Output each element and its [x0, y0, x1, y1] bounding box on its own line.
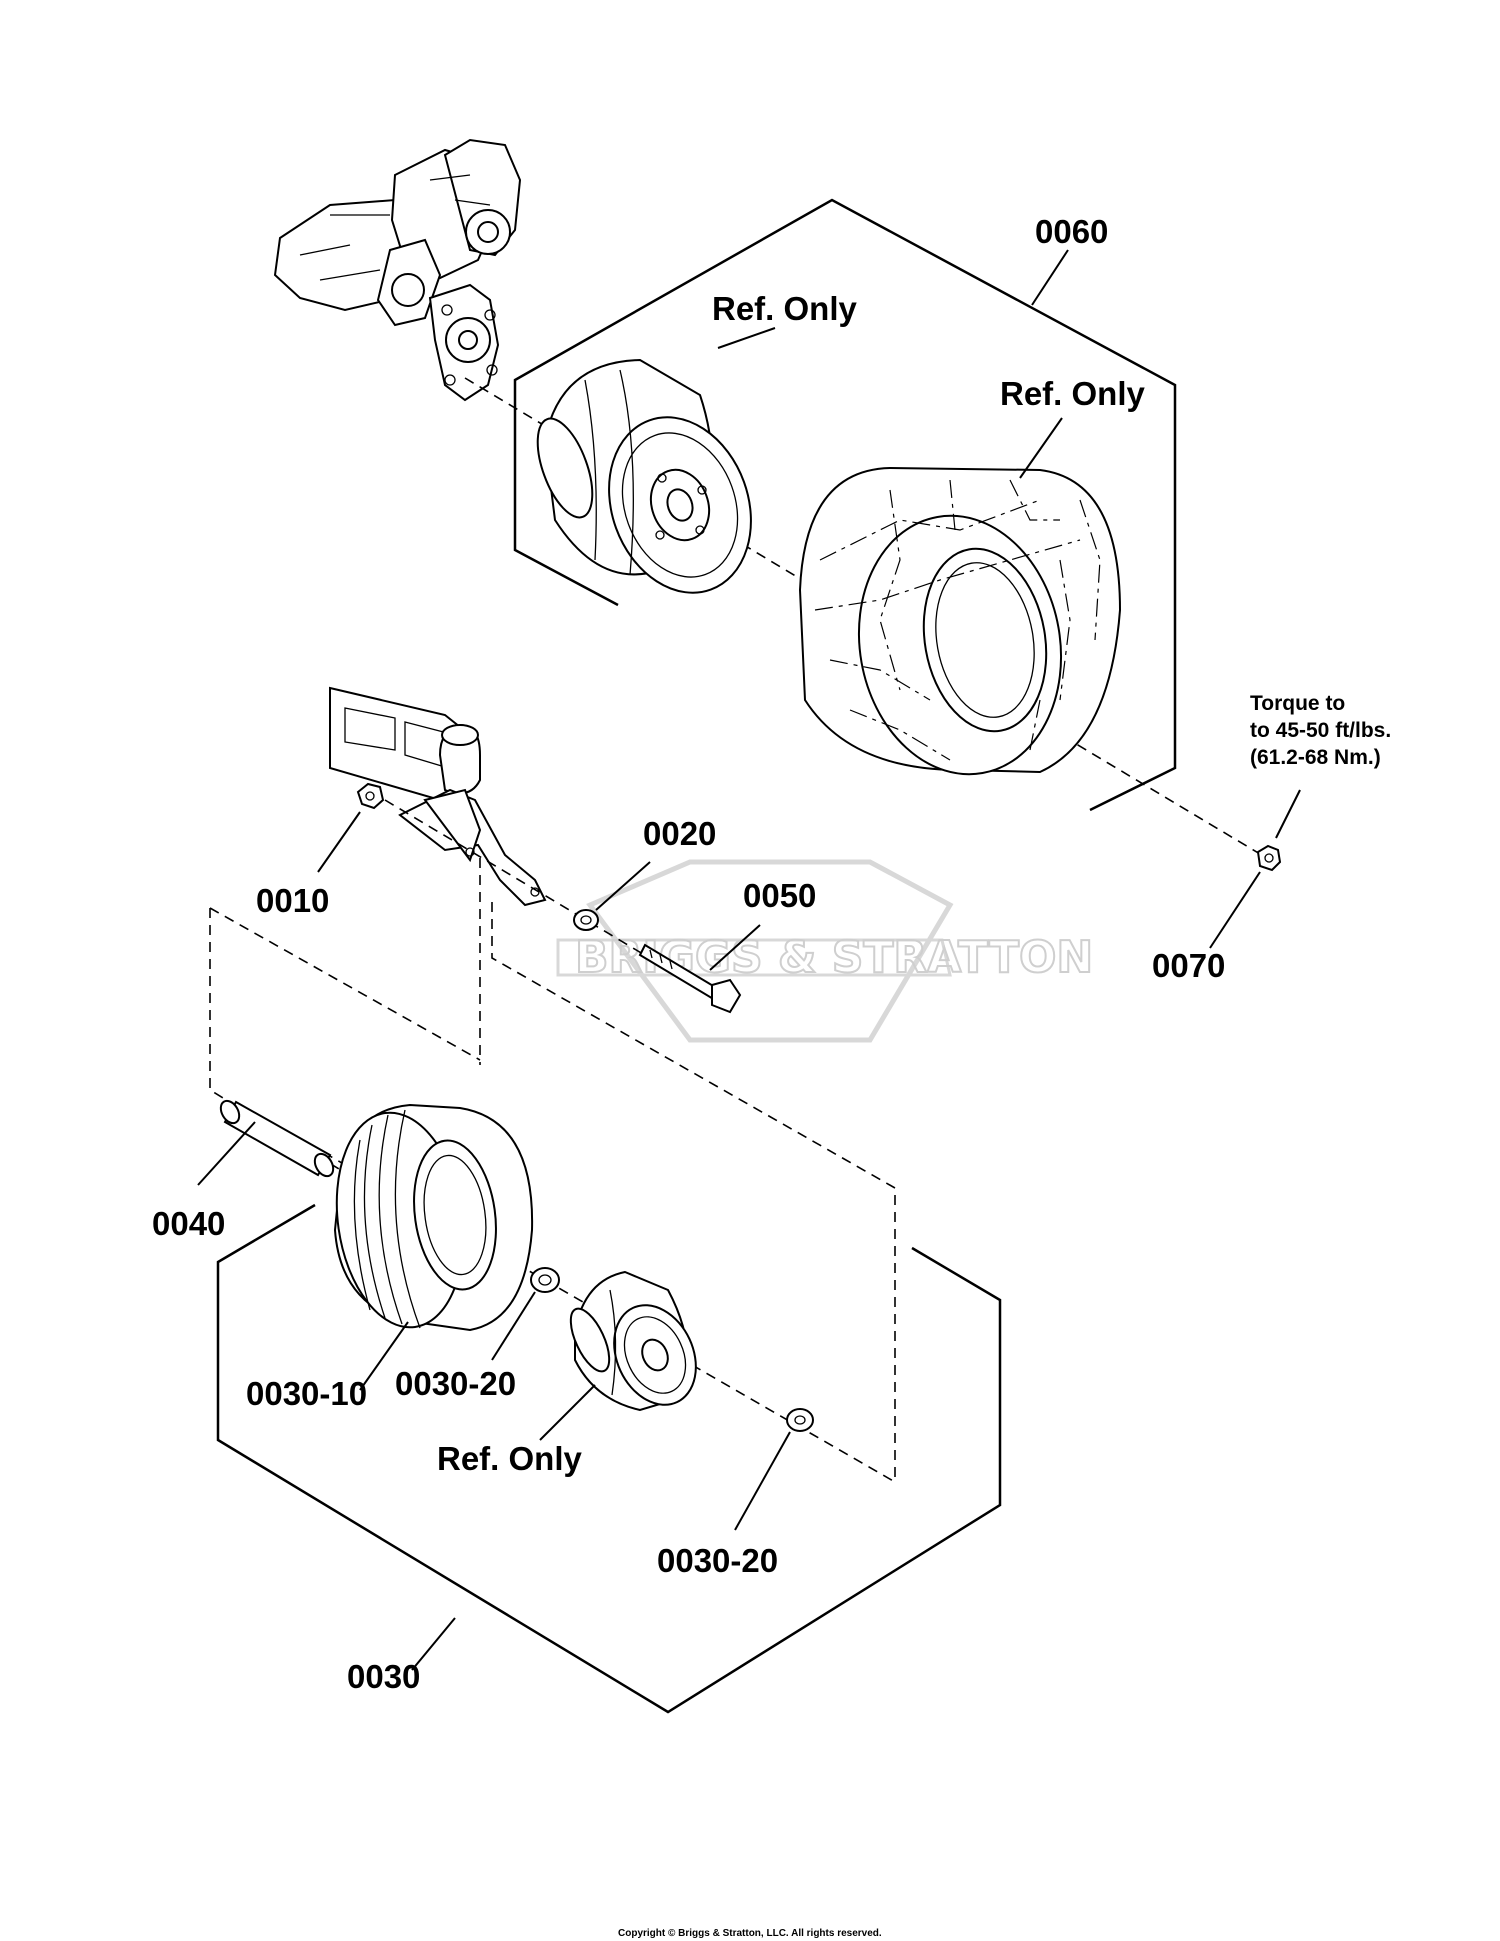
label-0030-20-a: 0030-20 [395, 1365, 516, 1402]
leader-0040 [197, 1121, 256, 1186]
spacer-tube-drawing [219, 1099, 335, 1178]
label-0040: 0040 [152, 1205, 225, 1242]
label-0010: 0010 [256, 882, 329, 919]
rear-kit-bracket [513, 198, 1177, 812]
label-torque-line1: Torque to [1250, 692, 1345, 715]
front-nut-drawing [356, 782, 385, 810]
label-0030-20-b: 0030-20 [657, 1542, 778, 1579]
transmission-assembly-drawing [273, 138, 522, 402]
front-dashed-box-top [209, 907, 481, 1061]
label-0030: 0030 [347, 1658, 420, 1695]
leader-0010 [317, 811, 361, 873]
label-torque-line2: to 45-50 ft/lbs. [1250, 719, 1391, 742]
front-kit-bracket [216, 1203, 1002, 1714]
front-tire-drawing [333, 1103, 534, 1332]
label-ref-only-rim-rear: Ref. Only [712, 290, 858, 327]
leader-0030 [411, 1617, 456, 1671]
leader-0050 [709, 924, 761, 971]
rear-tire-drawing [798, 466, 1122, 776]
label-0050: 0050 [743, 877, 816, 914]
bolt-drawing [638, 943, 742, 1014]
leader-0020 [595, 861, 651, 911]
leader-ref-rim-rear [717, 327, 776, 349]
leader-torque [1275, 789, 1301, 839]
front-spacer-a-drawing [530, 1267, 560, 1293]
front-rim-drawing [569, 1270, 697, 1412]
rear-rim-drawing [536, 358, 752, 594]
leader-0030-20-a [491, 1291, 536, 1361]
label-0060: 0060 [1035, 213, 1108, 250]
leader-0070 [1209, 871, 1261, 949]
copyright-notice: Copyright © Briggs & Stratton, LLC. All … [618, 1928, 882, 1939]
front-dashed-rect [491, 902, 896, 1482]
label-0020: 0020 [643, 815, 716, 852]
label-ref-only-rim-front: Ref. Only [437, 1440, 583, 1477]
label-0030-10: 0030-10 [246, 1375, 367, 1412]
leader-ref-rim-front [539, 1384, 596, 1441]
rear-nut-drawing [1256, 844, 1282, 872]
label-torque-line3: (61.2-68 Nm.) [1250, 746, 1381, 769]
label-ref-only-tire-rear: Ref. Only [1000, 375, 1146, 412]
leader-0060 [1031, 249, 1069, 306]
leader-0030-10 [359, 1321, 409, 1391]
front-spacer-b-drawing [786, 1408, 814, 1432]
washer-drawing [573, 909, 599, 931]
leader-ref-tire-rear [1019, 417, 1063, 479]
front-caster-fork-drawing [329, 686, 547, 907]
leader-0030-20-b [734, 1431, 791, 1531]
label-0070: 0070 [1152, 947, 1225, 984]
